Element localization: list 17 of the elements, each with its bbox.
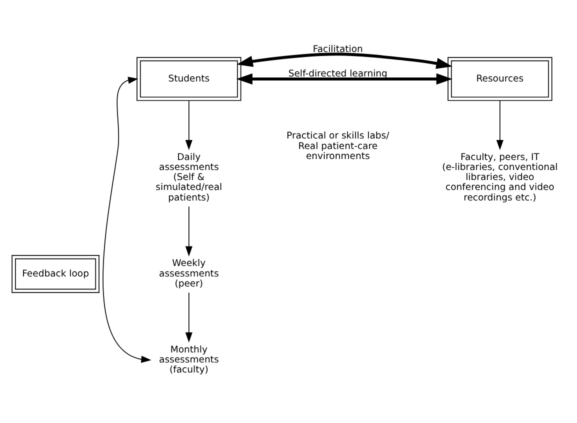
edge-label: Facilitation: [312, 44, 363, 55]
node-box: Students: [136, 57, 242, 101]
node-box: Resources: [448, 57, 552, 101]
arrow: [496, 100, 504, 150]
node-text: Weekly assessments (peer): [159, 258, 219, 290]
edge-label: Self-directed learning: [288, 68, 388, 80]
arrow: [236, 73, 452, 85]
arrow: [185, 100, 192, 150]
arrow: [185, 292, 192, 342]
arrow: [185, 206, 192, 256]
node-box: Feedback loop: [12, 254, 100, 293]
arrow: [102, 76, 152, 363]
node-text: Monthly assessments (faculty): [159, 344, 219, 376]
arrow: [236, 52, 452, 69]
node-text: Daily assessments (Self & simulated/real patients): [156, 152, 222, 204]
label: Practical or skills labs/ Real patient-care environments: [286, 130, 390, 162]
node-text: Faculty, peers, IT (e-libraries, conventional libraries, video conferencing and video recordings etc.): [442, 152, 558, 204]
